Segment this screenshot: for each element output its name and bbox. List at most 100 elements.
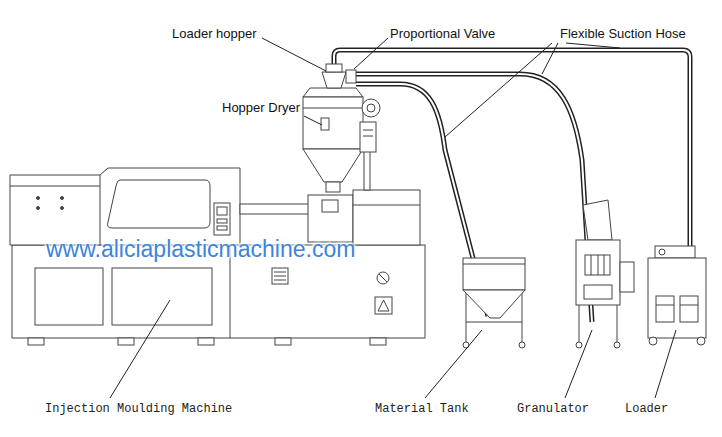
granulator	[617, 305, 618, 342]
loader-unit	[680, 305, 698, 306]
moulding-machine	[375, 297, 392, 314]
moulding-machine	[274, 276, 286, 277]
loader-unit	[648, 258, 706, 338]
moulding-machine	[112, 268, 212, 325]
part-label: Injection Moulding Machine	[45, 402, 232, 416]
moulding-machine	[217, 219, 227, 223]
granulator	[598, 255, 599, 275]
hopper-dryer	[321, 118, 329, 130]
hopper-dryer	[362, 99, 380, 117]
granulator	[576, 240, 620, 305]
moulding-machine	[10, 168, 240, 245]
material-tank	[522, 290, 523, 342]
granulator	[604, 255, 605, 275]
moulding-machine	[353, 190, 420, 245]
leader-line	[354, 38, 388, 69]
granulator	[591, 255, 592, 275]
hopper-dryer	[363, 130, 373, 131]
granulator	[576, 342, 582, 348]
moulding-machine	[274, 280, 286, 281]
moulding-machine	[214, 203, 230, 235]
suction-hose-core	[334, 50, 690, 322]
material-tank	[466, 322, 522, 323]
hopper-dryer	[303, 88, 363, 97]
part-label: Loader hopper	[172, 26, 257, 42]
loader-unit	[648, 246, 706, 345]
moulding-machine	[275, 338, 291, 345]
moulding-machine	[217, 226, 227, 230]
moulding-machine	[322, 200, 338, 212]
granulator	[620, 262, 634, 292]
granulator	[614, 342, 620, 348]
material-tank	[463, 290, 525, 318]
material-tank	[519, 342, 525, 348]
hopper-dryer	[360, 122, 376, 152]
loader-unit	[659, 249, 665, 255]
moulding-machine	[28, 338, 44, 345]
part-label: Loader	[625, 402, 668, 416]
granulator	[579, 305, 580, 342]
hopper-dryer	[303, 64, 380, 192]
hopper-dryer	[322, 72, 346, 88]
leader-line	[425, 330, 482, 398]
hopper-dryer	[326, 64, 342, 72]
moulding-machine	[108, 180, 211, 228]
part-label: Proportional Valve	[390, 26, 495, 42]
part-label: Hopper Dryer	[222, 100, 300, 116]
moulding-machine	[240, 204, 310, 214]
suction-hose-outline	[334, 50, 690, 246]
loader-unit	[656, 296, 674, 322]
granulator	[576, 200, 634, 348]
moulding-machine	[61, 207, 64, 210]
moulding-machine	[379, 274, 387, 282]
loader-unit	[655, 246, 695, 258]
moulding-machine	[274, 272, 286, 273]
hopper-dryer	[364, 150, 370, 190]
granulator	[585, 255, 610, 275]
moulding-machine	[37, 207, 40, 210]
suction-hose-core	[334, 50, 690, 246]
leader-line	[655, 330, 676, 398]
moulding-machine	[10, 168, 425, 345]
leader-line	[304, 116, 322, 125]
moulding-machine	[10, 186, 100, 187]
hopper-dryer	[303, 108, 363, 109]
material-tank	[463, 258, 525, 348]
moulding-machine	[37, 197, 40, 200]
material-tank	[466, 290, 467, 342]
moulding-machine	[378, 300, 389, 311]
watermark: www.aliciaplasticmachine.com	[46, 236, 355, 264]
hopper-dryer	[346, 70, 356, 83]
part-label: Material Tank	[375, 402, 469, 416]
suction-hose-outline	[334, 50, 690, 322]
moulding-machine	[377, 272, 389, 284]
hopper-dryer	[367, 104, 375, 112]
loader-unit	[697, 337, 705, 345]
moulding-machine	[272, 268, 288, 284]
leader-line	[110, 300, 170, 398]
part-label: Granulator	[517, 402, 589, 416]
granulator	[583, 200, 612, 240]
leader-line	[262, 38, 326, 71]
leader-line	[566, 43, 620, 48]
moulding-machine	[61, 197, 64, 200]
hopper-dryer	[303, 149, 363, 182]
leader-line	[445, 43, 552, 137]
moulding-machine	[308, 195, 353, 242]
part-label: Flexible Suction Hose	[560, 26, 686, 42]
loader-unit	[649, 337, 657, 345]
moulding-machine	[370, 338, 386, 345]
moulding-machine	[198, 338, 214, 345]
loader-unit	[656, 305, 674, 306]
material-tank	[463, 264, 525, 265]
leader-line	[565, 330, 592, 398]
moulding-machine	[118, 338, 134, 345]
loader-unit	[680, 296, 698, 322]
hopper-dryer	[326, 182, 340, 192]
moulding-machine	[353, 205, 420, 206]
hopper-dryer	[363, 136, 373, 137]
moulding-machine	[217, 207, 227, 215]
leader-line	[110, 38, 676, 398]
